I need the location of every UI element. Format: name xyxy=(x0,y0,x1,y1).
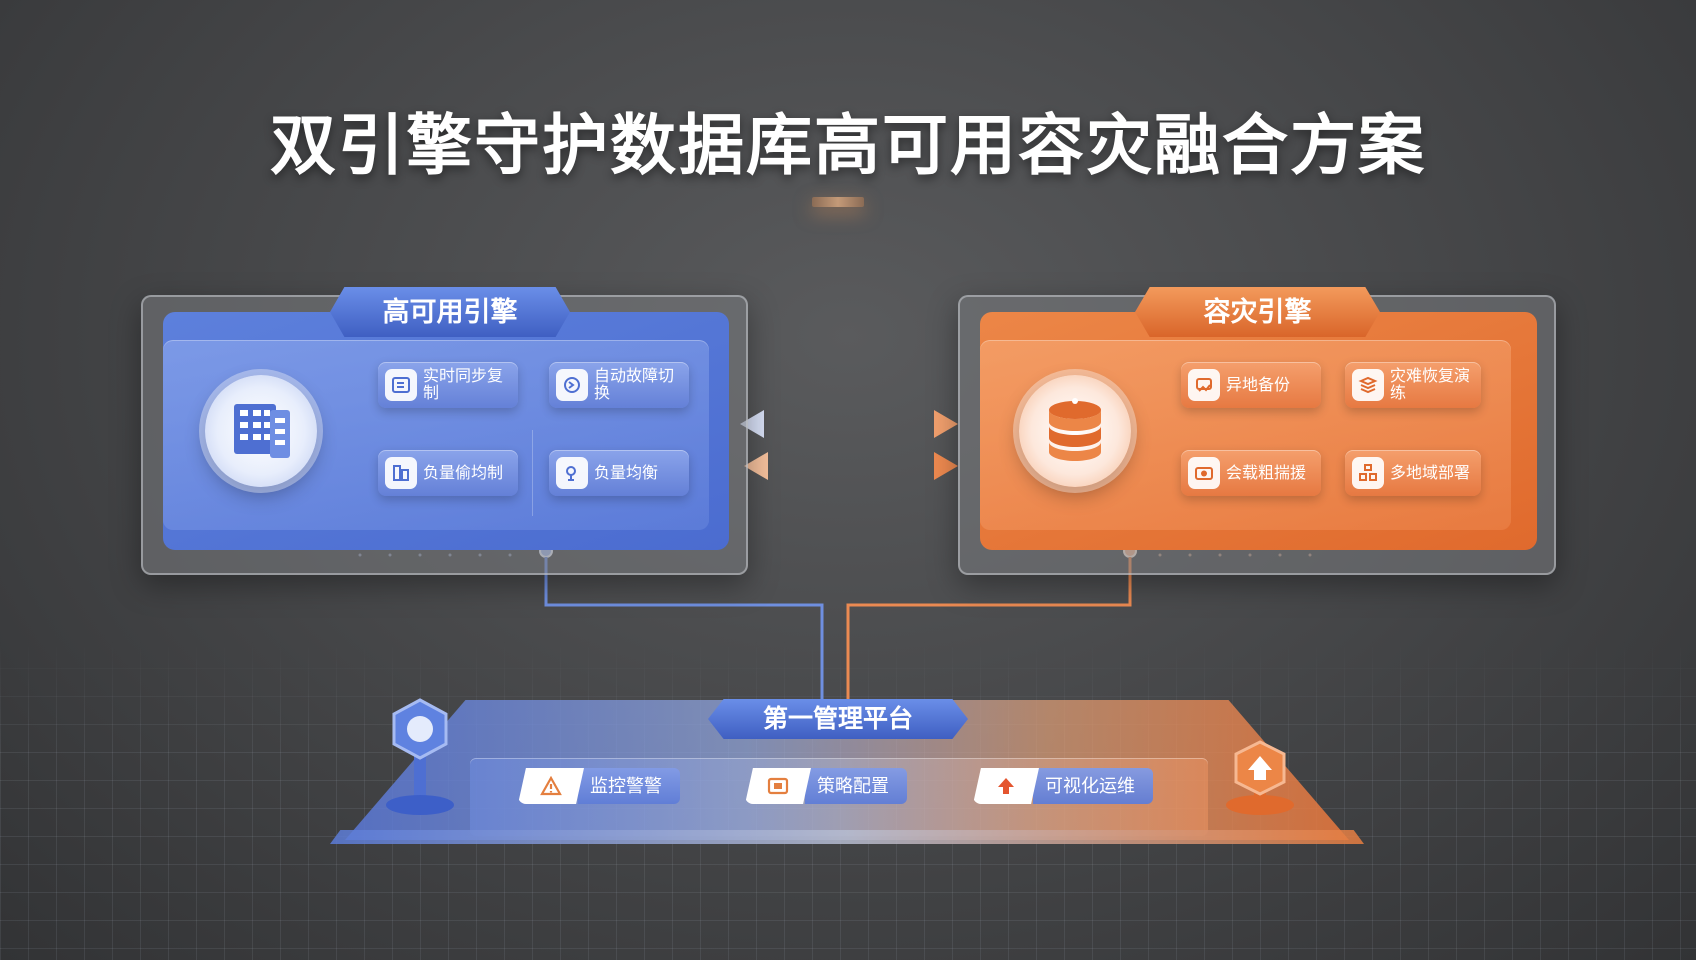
dr-feature-label: 异地备份 xyxy=(1226,376,1291,394)
page-title: 双引擎守护数据库高可用容灾融合方案 xyxy=(270,108,1426,182)
platform-item-policy[interactable]: 策略配置 xyxy=(745,768,907,804)
ha-feature-label: 负量均衡 xyxy=(594,464,659,482)
balance-icon xyxy=(385,457,417,489)
ha-divider xyxy=(532,430,533,516)
platform-item-monitoring[interactable]: 监控警警 xyxy=(518,768,680,804)
dr-feature-offsite-backup[interactable]: 异地备份 xyxy=(1181,362,1321,408)
platform-item-label: 可视化运维 xyxy=(1033,768,1153,804)
config-icon xyxy=(745,768,811,804)
switch-icon xyxy=(556,369,588,401)
ha-feature-label: 自动故障切换 xyxy=(594,368,675,402)
dr-feature-multi-region[interactable]: 多地域部署 xyxy=(1345,450,1481,496)
ha-feature-label: 负量偷均制 xyxy=(423,464,504,482)
camera-icon xyxy=(1188,457,1220,489)
dr-feature-label: 灾难恢复演练 xyxy=(1390,368,1471,402)
ha-feature-sync-replication[interactable]: 实时同步复制 xyxy=(378,362,518,408)
warning-icon xyxy=(518,768,584,804)
platform-item-label: 策略配置 xyxy=(805,768,907,804)
dr-feature-label: 多地域部署 xyxy=(1390,464,1471,482)
dr-feature-camera[interactable]: 会载粗揣援 xyxy=(1181,450,1321,496)
sync-icon xyxy=(385,369,417,401)
ha-feature-label: 实时同步复制 xyxy=(423,368,504,402)
ops-icon xyxy=(973,768,1039,804)
ha-engine-title: 高可用引擎 xyxy=(330,287,570,337)
platform-item-label: 监控警警 xyxy=(578,768,680,804)
region-icon xyxy=(1352,457,1384,489)
backup-icon xyxy=(1188,369,1220,401)
dr-feature-label: 会载粗揣援 xyxy=(1226,464,1307,482)
platform-title: 第一管理平台 xyxy=(708,699,968,739)
platform-item-ops[interactable]: 可视化运维 xyxy=(973,768,1153,804)
right-tower xyxy=(1226,740,1294,815)
platform-base xyxy=(330,830,1364,844)
stack-icon xyxy=(1352,369,1384,401)
ha-feature-auto-failover[interactable]: 自动故障切换 xyxy=(549,362,689,408)
ha-feature-load-balance[interactable]: 负量均衡 xyxy=(549,450,689,496)
node-icon xyxy=(556,457,588,489)
sync-arrow-bottom xyxy=(744,452,958,480)
title-accent-bar xyxy=(812,197,864,207)
building-icon xyxy=(205,375,317,487)
dr-engine-title: 容灾引擎 xyxy=(1135,287,1380,337)
database-icon xyxy=(1019,375,1131,487)
sync-arrow-top xyxy=(740,410,958,438)
left-tower xyxy=(386,698,454,815)
ha-feature-load-control[interactable]: 负量偷均制 xyxy=(378,450,518,496)
dr-feature-recovery-drill[interactable]: 灾难恢复演练 xyxy=(1345,362,1481,408)
